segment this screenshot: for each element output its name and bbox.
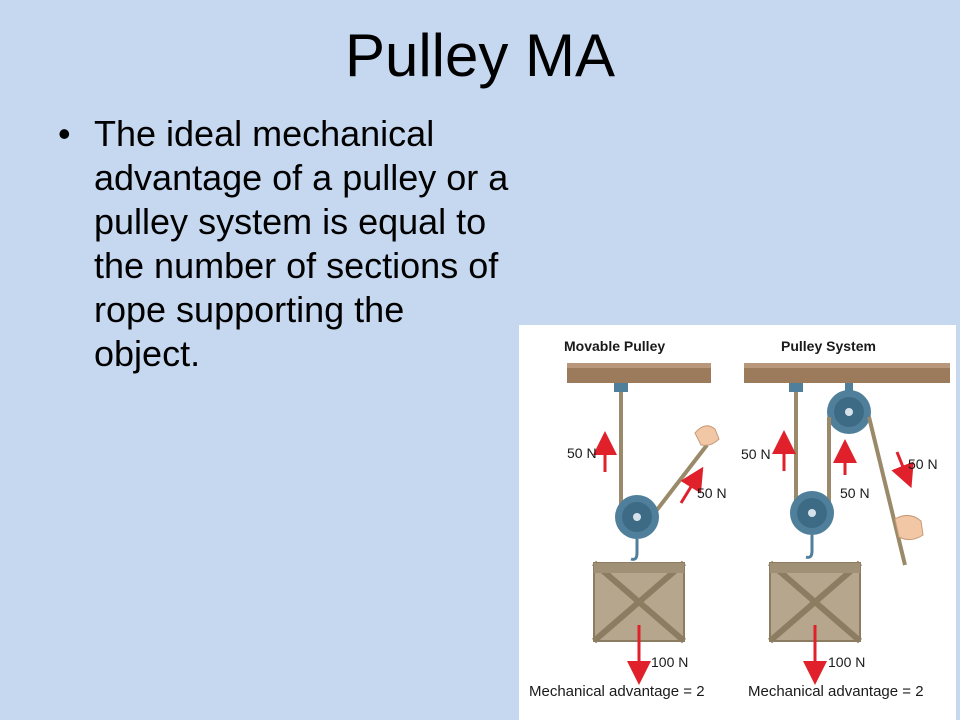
caption-left: Mechanical advantage = 2: [529, 683, 705, 700]
rope-anchor-left: [614, 383, 628, 392]
crate-right-top: [770, 563, 860, 573]
caption-right: Mechanical advantage = 2: [748, 683, 924, 700]
pulley-diagram: Movable Pulley 50 N: [519, 325, 956, 720]
movable-pulley-axle-right: [808, 509, 816, 517]
hook-left: [630, 539, 639, 561]
force-label-right-middle-rope: 50 N: [840, 485, 870, 501]
hand-icon: [694, 425, 720, 446]
force-label-right-left-rope: 50 N: [741, 446, 771, 462]
force-label-right-pull: 50 N: [908, 456, 938, 472]
bullet-text: The ideal mechanical advantage of a pull…: [94, 113, 509, 374]
ceiling-beam-right-top: [744, 363, 950, 368]
arrow-pull-right: [891, 451, 914, 489]
force-label-left-pull: 50 N: [697, 485, 727, 501]
force-label-left-load: 100 N: [651, 654, 688, 670]
crate-left-brace-2: [592, 560, 686, 644]
crate-left-top: [594, 563, 684, 573]
rope-pulled-left: [651, 443, 709, 517]
force-label-left-up: 50 N: [567, 445, 597, 461]
rope-anchor-right: [789, 383, 803, 392]
bullet-point: • The ideal mechanical advantage of a pu…: [58, 112, 518, 376]
pulley-diagram-svg: Movable Pulley 50 N: [529, 338, 950, 700]
hook-right: [805, 535, 814, 559]
movable-pulley-heading: Movable Pulley: [564, 338, 665, 354]
slide-title: Pulley MA: [344, 22, 616, 89]
pulley-system-heading: Pulley System: [781, 338, 876, 354]
bullet-marker: •: [58, 113, 71, 154]
pulley-axle: [633, 513, 641, 521]
force-label-right-load: 100 N: [828, 654, 865, 670]
hand-icon: [894, 515, 924, 541]
rope-pulled-right: [867, 416, 907, 566]
fixed-pulley-axle: [845, 408, 853, 416]
crate-right-brace-2: [768, 560, 862, 644]
ceiling-beam-left-top: [567, 363, 711, 368]
arrow-pull-left: [679, 466, 704, 504]
